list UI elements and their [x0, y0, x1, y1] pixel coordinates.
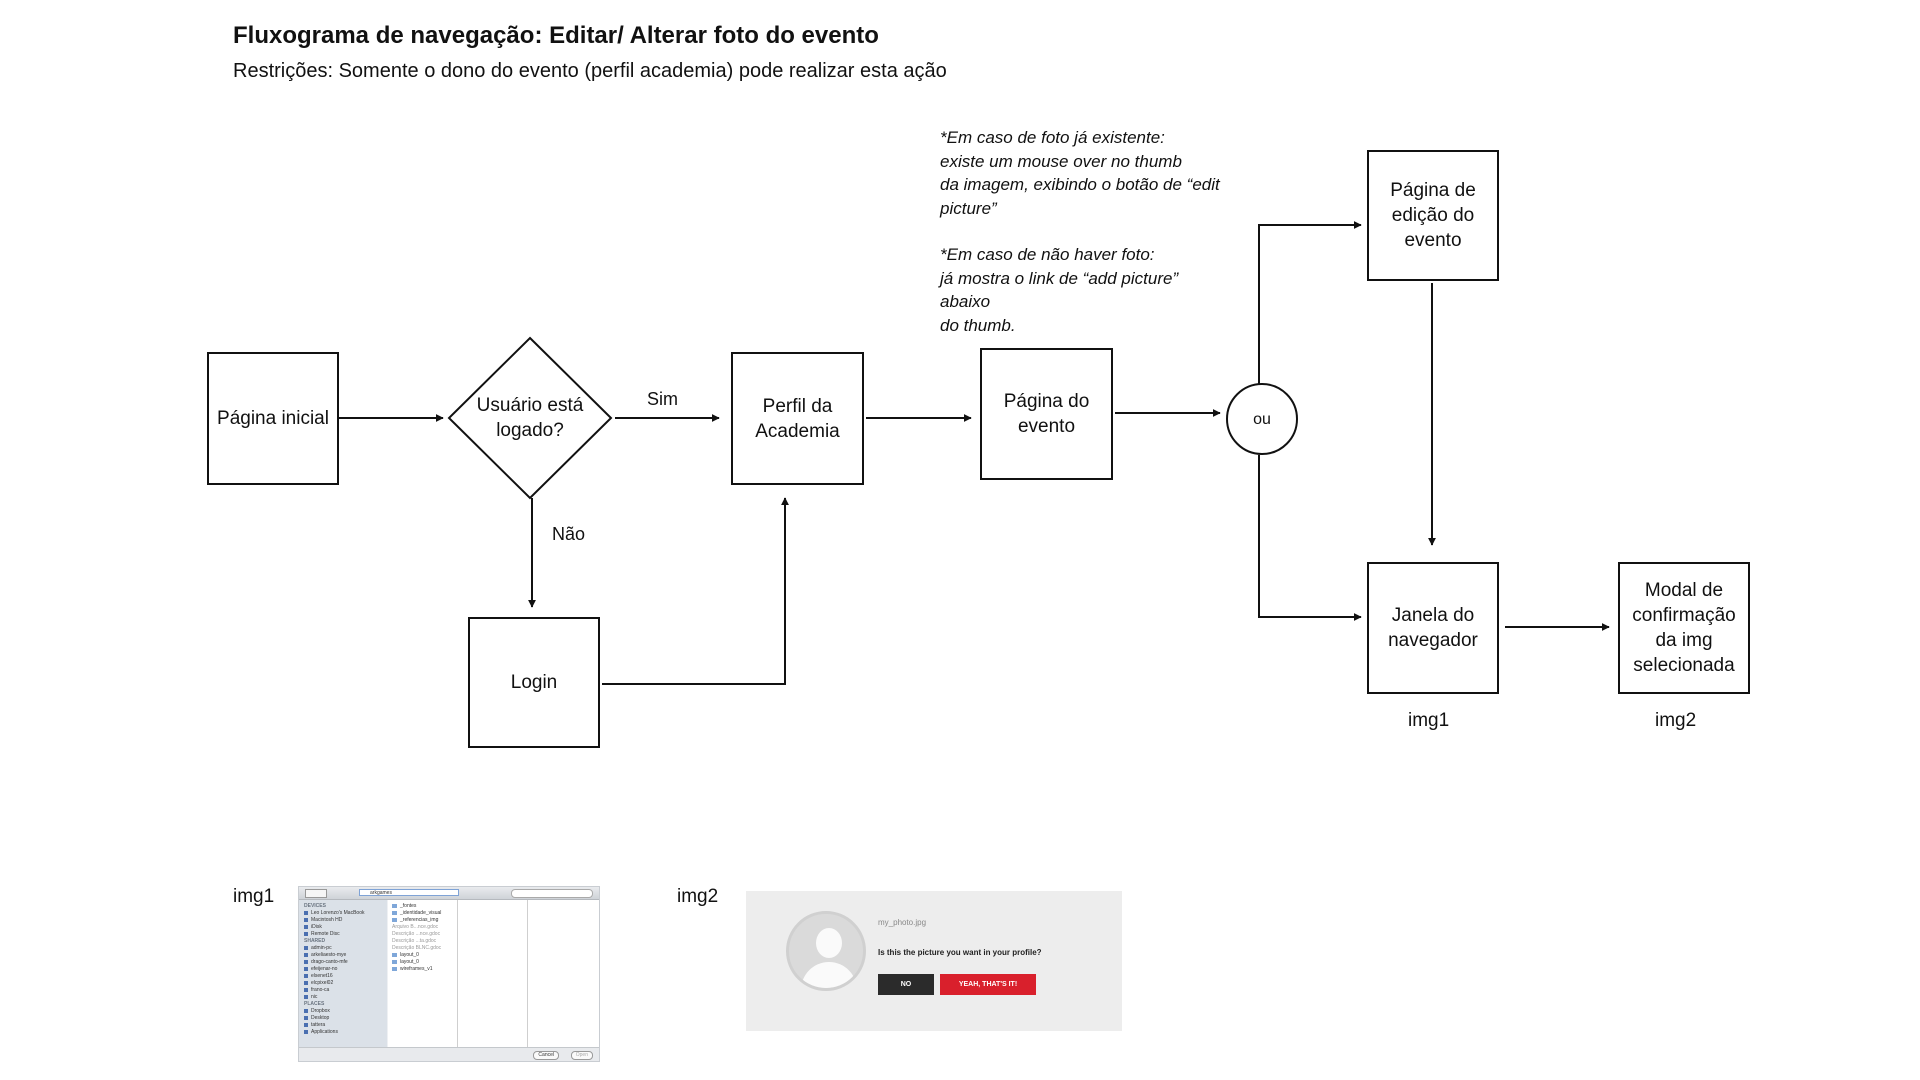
back-forward-icon: [305, 889, 327, 898]
file-item: wireframes_v1: [392, 966, 453, 973]
page-subtitle: Restrições: Somente o dono do evento (pe…: [233, 60, 947, 82]
sidebar-item: frano-ca: [304, 987, 382, 994]
node-janela-navegador-label: Janela do navegador: [1388, 605, 1478, 651]
sidebar-item: tattera: [304, 1022, 382, 1029]
sidebar-item: admin-pc: [304, 945, 382, 952]
modal-question: Is this the picture you want in your pro…: [878, 948, 1042, 957]
sidebar-item: Applications: [304, 1029, 382, 1036]
arrow-ou-to-edicao: [1258, 221, 1362, 384]
cancel-button: Cancel: [533, 1051, 559, 1060]
file-item: layout_0: [392, 959, 453, 966]
note-line: picture”: [940, 198, 997, 218]
edge-label-sim: Sim: [647, 389, 678, 409]
node-janela-navegador: Janela do navegador: [1367, 562, 1499, 694]
caption-img1: img1: [233, 886, 275, 907]
file-item: Arquivo B...nce.gdoc: [392, 924, 439, 930]
sidebar-item: drago-canto-mfe: [304, 959, 382, 966]
note-line: abaixo: [940, 292, 991, 311]
node-pagina-edicao-label: Página de edição do evento: [1390, 180, 1476, 251]
sidebar-item: Dropbox: [304, 1008, 382, 1015]
search-input: [511, 889, 593, 898]
note-line: *Em caso de foto já existente:: [940, 128, 1165, 147]
node-pagina-edicao: Página de edição do evento: [1367, 150, 1499, 281]
file-column: _fontes_identidade_visual_referencias_im…: [388, 900, 458, 1050]
sidebar-item: elsenet16: [304, 973, 382, 980]
note-line: já mostra o link de “add picture”: [940, 268, 1179, 288]
thumbnail-confirm-modal: my_photo.jpg Is this the picture you wan…: [746, 891, 1122, 1031]
file-item: Descrição BLNC.gdoc: [392, 945, 442, 951]
node-modal-confirmacao-label: Modal de confirmação da img selecionada: [1632, 580, 1736, 676]
file-item: _referencias_img: [392, 917, 453, 924]
node-perfil-academia: Perfil da Academia: [731, 352, 864, 485]
sidebar-item: Leo Lorenzo's MacBook: [304, 910, 382, 917]
file-item: layout_0: [392, 952, 453, 959]
node-decision-label: Usuário está logado?: [476, 395, 584, 441]
node-perfil-academia-label: Perfil da Academia: [755, 395, 840, 442]
sidebar-item: arkeliaesto-mye: [304, 952, 382, 959]
sidebar-item: efeijenar-no: [304, 966, 382, 973]
node-pagina-evento: Página do evento: [980, 348, 1113, 480]
modal-no-button: NO: [878, 974, 934, 995]
sidebar-item: elcpixel02: [304, 980, 382, 987]
sidebar-item: Remote Disc: [304, 931, 382, 938]
caption-img1-under-node: img1: [1408, 710, 1450, 731]
file-column-empty: [528, 900, 599, 1050]
node-pagina-evento-label: Página do evento: [1003, 391, 1090, 437]
browser-footer: Cancel Open: [299, 1047, 599, 1061]
file-item: _identidade_visual: [392, 910, 453, 917]
file-item: Descrição ...nce.gdoc: [392, 931, 441, 937]
annotation-note: *Em caso de foto já existente: existe um…: [940, 126, 1270, 337]
arrow-login-to-perfil: [602, 497, 789, 685]
file-column-empty: [458, 900, 528, 1050]
note-line: do thumb.: [940, 315, 1016, 335]
file-item: Descrição ...ta.gdoc: [392, 938, 437, 944]
page-title: Fluxograma de navegação: Editar/ Alterar…: [233, 22, 879, 49]
sidebar-item: DEVICES: [304, 903, 326, 909]
browser-toolbar: arkgames: [299, 887, 599, 900]
node-ou: ou: [1228, 404, 1296, 434]
modal-yes-button: YEAH, THAT'S IT!: [940, 974, 1036, 995]
sidebar-item: nic: [304, 994, 382, 1001]
sidebar-item: PLACES: [304, 1001, 325, 1007]
note-line: existe um mouse over no thumb: [940, 151, 1182, 171]
sidebar-item: Desktop: [304, 1015, 382, 1022]
modal-filename: my_photo.jpg: [878, 918, 927, 927]
arrow-ou-to-janela: [1258, 455, 1362, 621]
node-login: Login: [468, 617, 600, 748]
node-ou-label: ou: [1253, 410, 1271, 428]
node-pagina-inicial: Página inicial: [207, 352, 339, 485]
avatar-placeholder-icon: [786, 911, 866, 991]
file-item: _fontes: [392, 903, 453, 910]
caption-img2: img2: [677, 886, 719, 907]
note-line: da imagem, exibindo o botão de “edit: [940, 175, 1220, 194]
sidebar-item: Macintosh HD: [304, 917, 382, 924]
open-button: Open: [570, 1051, 593, 1060]
decision-diamond: [447, 336, 613, 500]
note-line: *Em caso de não haver foto:: [940, 245, 1155, 264]
folder-path-select: arkgames: [359, 889, 459, 896]
node-pagina-inicial-label: Página inicial: [217, 408, 329, 429]
sidebar-item: SHARED: [304, 938, 326, 944]
node-login-label: Login: [510, 672, 558, 693]
ou-circle: [1226, 383, 1298, 455]
node-modal-confirmacao: Modal de confirmação da img selecionada: [1618, 562, 1750, 694]
sidebar-item: iDisk: [304, 924, 382, 931]
edge-label-nao: Não: [552, 524, 586, 544]
node-decision: Usuário está logado?: [458, 380, 602, 456]
caption-img2-under-node: img2: [1655, 710, 1697, 731]
